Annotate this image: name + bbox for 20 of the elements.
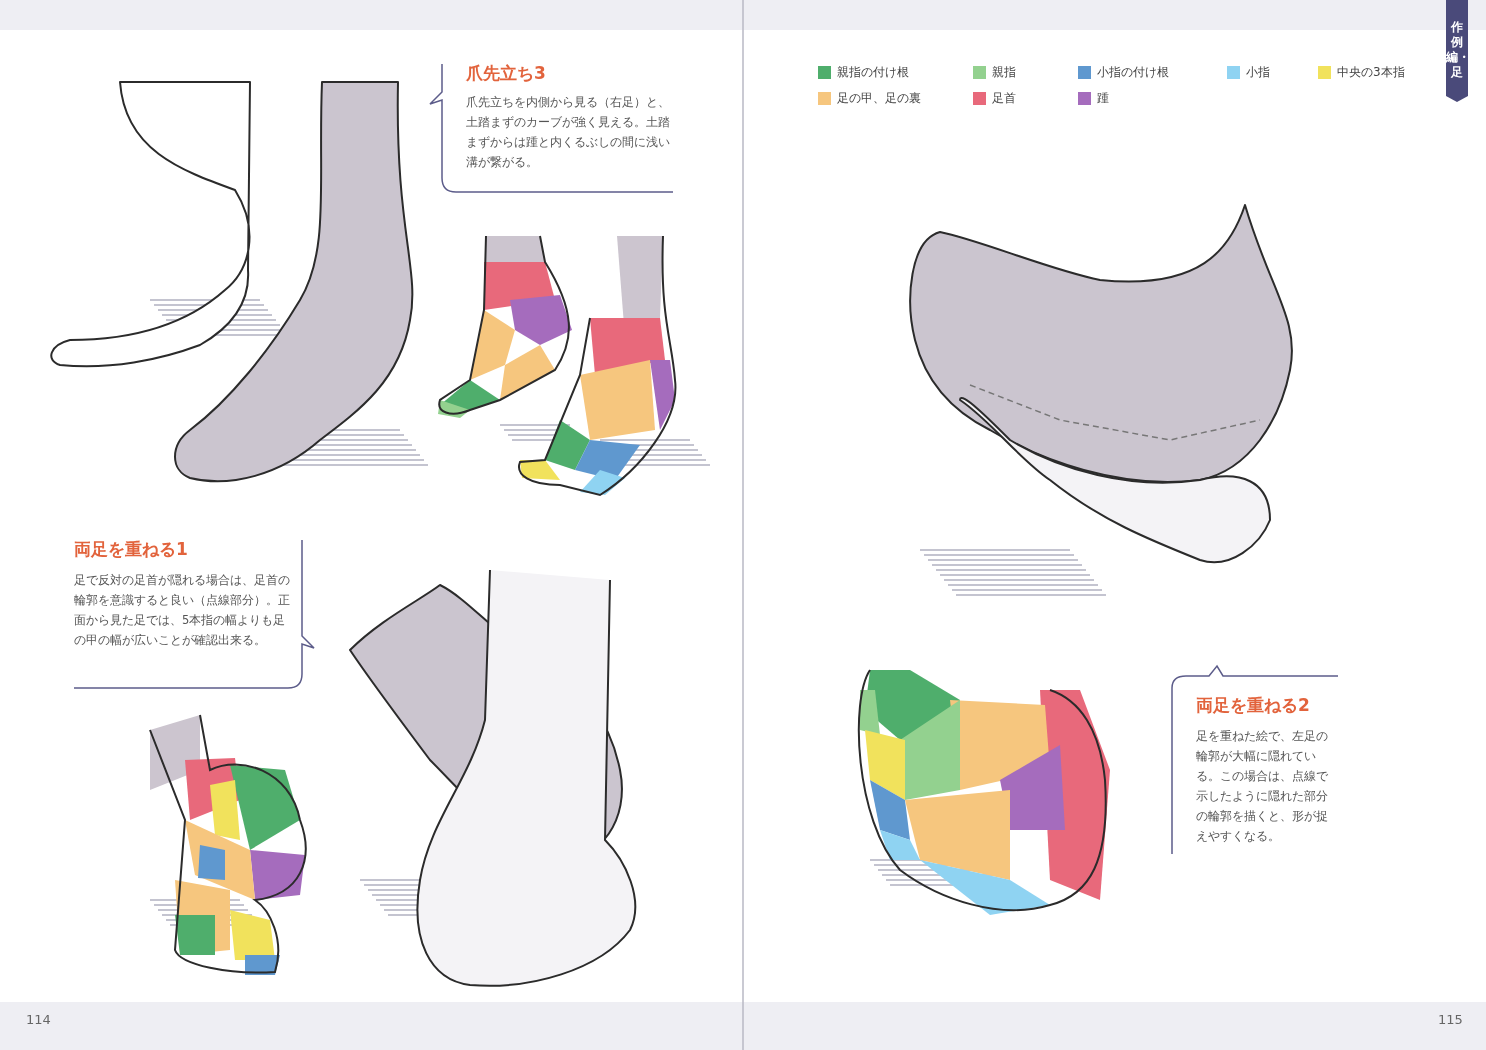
- callout-text: 爪先立ちを内側から見る（右足）と、土踏まずのカーブが強く見える。土踏まずからは踵と内くるぶしの間に浅い溝が繋がる。: [466, 94, 671, 171]
- legend-text: 小指の付け根: [1097, 64, 1169, 81]
- legend-text: 親指: [992, 64, 1016, 81]
- legend-text: 足の甲、足の裏: [837, 90, 921, 107]
- legend-text: 足首: [992, 90, 1016, 107]
- callout-heading: 両足を重ねる1: [74, 538, 188, 561]
- callout-heading: 爪先立ち3: [466, 62, 546, 85]
- callout-box: [428, 62, 673, 194]
- legend-text: 小指: [1246, 64, 1270, 81]
- section-tab: 作例編・足: [1446, 0, 1468, 102]
- callout-box: [72, 538, 316, 690]
- callout-heading: 両足を重ねる2: [1196, 694, 1310, 717]
- callout-text: 足で反対の足首が隠れる場合は、足首の輪郭を意識すると良い（点線部分）。正面から見た足では、5本指の幅よりも足の甲の幅が広いことが確認出来る。: [74, 572, 291, 649]
- callout-text: 足を重ねた絵で、左足の輪郭が大幅に隠れている。この場合は、点線で示したように隠れた部分の輪郭を描くと、形が捉えやすくなる。: [1196, 728, 1329, 845]
- legend-text: 親指の付け根: [837, 64, 909, 81]
- callout-box: [1170, 664, 1338, 854]
- legend-text: 中央の3本指: [1337, 64, 1405, 81]
- page-number: 114: [26, 1012, 51, 1027]
- legend-text: 踵: [1097, 90, 1109, 107]
- page-number: 115: [1438, 1012, 1463, 1027]
